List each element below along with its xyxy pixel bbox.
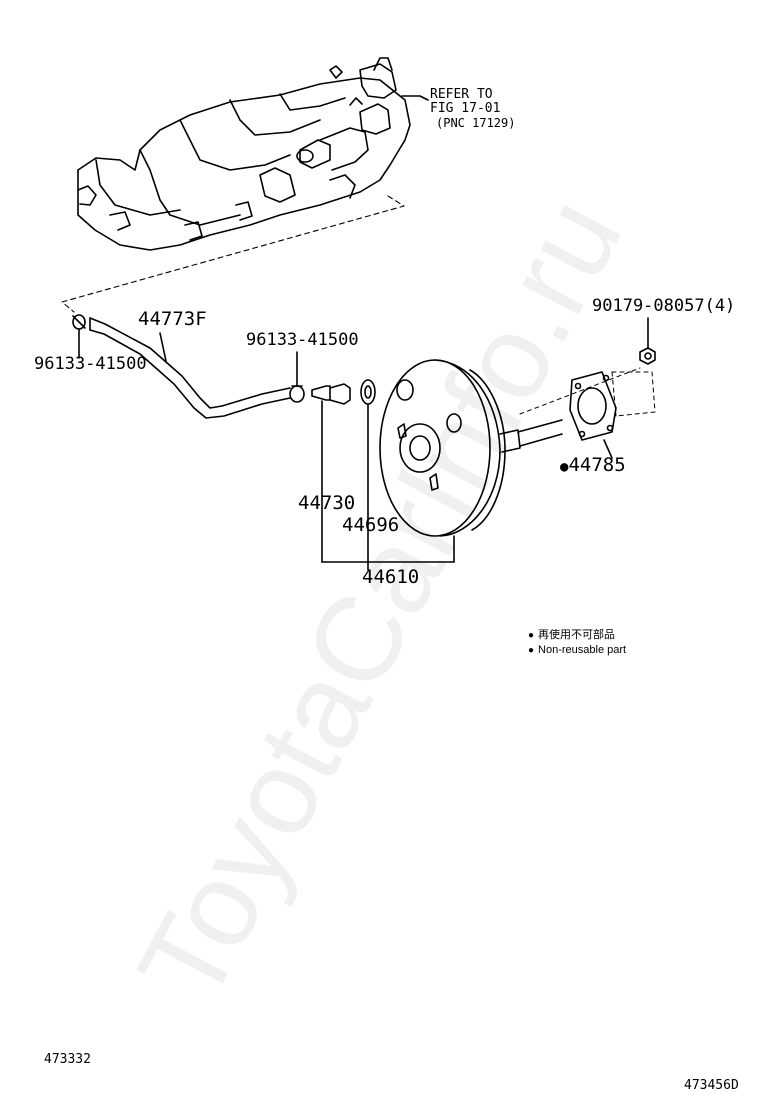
label-clip-right-96133-41500[interactable]: 96133-41500	[246, 330, 359, 350]
diagram-id-right: 473456D	[684, 1078, 739, 1093]
legend-dot-icon: ●	[528, 645, 535, 656]
non-reusable-marker: ●	[560, 459, 569, 475]
vacuum-hose-illustration	[89, 317, 291, 419]
legend-jp-text: 再使用不可部品	[538, 629, 616, 641]
intake-manifold-illustration	[77, 57, 429, 251]
manifold-connection-leader	[61, 195, 405, 313]
gasket-part-number: 44785	[568, 454, 626, 476]
label-grommet-44696[interactable]: 44696	[342, 514, 400, 536]
label-hose-44773F[interactable]: 44773F	[138, 308, 207, 330]
gasket-illustration	[569, 371, 617, 459]
legend-english: ●Non-reusable part	[528, 644, 626, 656]
brake-booster-illustration	[379, 359, 563, 563]
label-check-valve-44730[interactable]: 44730	[298, 492, 356, 514]
hose-clip-right-illustration	[289, 351, 305, 403]
reference-line-3: (PNC 17129)	[436, 116, 516, 130]
hose-clip-left-illustration	[72, 314, 86, 359]
check-valve-illustration	[311, 383, 351, 563]
reference-line-2: FIG 17-01	[430, 101, 501, 116]
nut-illustration	[639, 317, 656, 365]
diagram-id-left: 473332	[44, 1052, 91, 1067]
legend-japanese: ●再使用不可部品	[528, 626, 615, 642]
label-gasket-44785[interactable]: ●44785	[560, 454, 626, 476]
legend-en-text: Non-reusable part	[538, 644, 627, 656]
label-clip-left-96133-41500[interactable]: 96133-41500	[34, 354, 147, 374]
mounting-leader-lines	[519, 367, 656, 417]
label-nut-90179-08057[interactable]: 90179-08057(4)	[592, 296, 736, 316]
reference-line-1: REFER TO	[430, 87, 493, 102]
label-booster-assy-44610[interactable]: 44610	[362, 566, 420, 588]
legend-dot-icon: ●	[528, 630, 535, 641]
grommet-illustration	[360, 379, 376, 563]
